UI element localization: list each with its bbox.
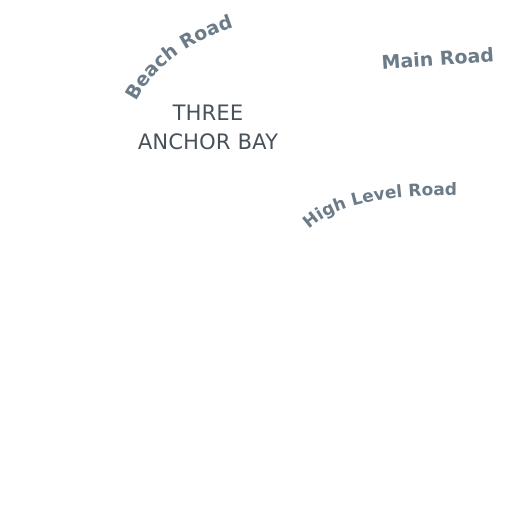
road-label-high-level-road-text: High Level Road [299,180,457,233]
place-label-line-1: THREE [172,101,244,125]
road-label-beach-road: Beach Road [121,11,235,104]
road-label-main-road: Main Road [381,44,495,74]
place-label-line-2: ANCHOR BAY [137,130,279,154]
road-label-high-level-road: High Level Road [299,180,457,233]
place-label-three-anchor-bay: THREE ANCHOR BAY [122,99,294,157]
road-label-beach-road-text: Beach Road [121,11,235,104]
